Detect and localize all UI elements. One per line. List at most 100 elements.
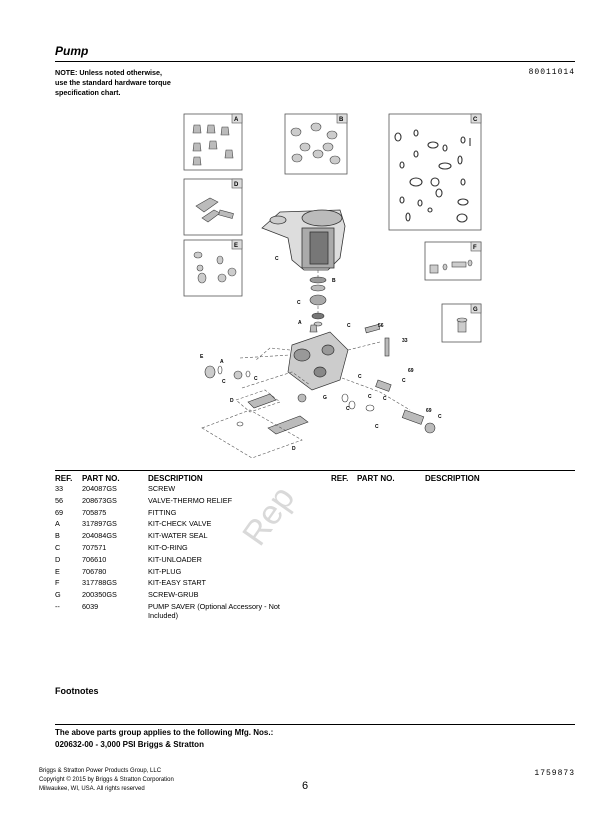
page-title: Pump (55, 44, 89, 58)
callout: A (220, 359, 224, 365)
exploded-pump-diagram: A B C D E F G (183, 113, 482, 459)
callout: C (375, 424, 379, 430)
callout: C (438, 414, 442, 420)
cell-part: 6039 (82, 601, 99, 611)
callout: 56 (378, 323, 384, 329)
company-line: Briggs & Stratton Power Products Group, … (39, 768, 162, 774)
cell-part: 707571 (82, 542, 107, 552)
cell-part: 706780 (82, 566, 107, 576)
parts-table: REF. PART NO. DESCRIPTION REF. PART NO. … (55, 472, 575, 620)
cell-part: 204084GS (82, 531, 117, 541)
cell-desc: KIT-O-RING (148, 542, 188, 552)
table-row: A 317897GS KIT-CHECK VALVE (55, 519, 575, 531)
table-row: G 200350GS SCREW-GRUB (55, 590, 575, 602)
kit-label-d: D (234, 182, 239, 188)
callout: C (254, 376, 258, 382)
col-header-ref-2: REF. (331, 473, 349, 483)
callout: C (347, 323, 351, 329)
kit-box-b (284, 113, 348, 175)
cell-part: 317788GS (82, 578, 117, 588)
callout: C (275, 256, 279, 262)
table-row: 56 208673GS VALVE-THERMO RELIEF (55, 496, 575, 508)
cell-part: 317897GS (82, 519, 117, 529)
col-header-part-no: PART NO. (82, 473, 120, 483)
cell-desc: KIT-EASY START (148, 578, 206, 588)
table-row: -- 6039 PUMP SAVER (Optional Accessory -… (55, 602, 575, 620)
kit-label-f: F (473, 245, 477, 251)
kit-label-c: C (473, 117, 478, 123)
callout: D (230, 398, 234, 404)
note-line: NOTE: Unless noted otherwise, (55, 68, 163, 77)
cell-part: 706610 (82, 554, 107, 564)
cell-part: 204087GS (82, 484, 117, 493)
callout: C (222, 379, 226, 385)
cell-desc-line: PUMP SAVER (Optional Accessory - Not (148, 601, 280, 611)
table-row: 33 204087GS SCREW (55, 484, 575, 496)
cell-desc: SCREW (148, 484, 176, 493)
callout: C (383, 396, 387, 402)
cell-ref: C (55, 542, 61, 552)
table-row: F 317788GS KIT-EASY START (55, 578, 575, 590)
callout: 69 (408, 368, 414, 374)
kit-box-g (441, 303, 482, 343)
kit-label-a: A (234, 117, 239, 123)
table-header-row: REF. PART NO. DESCRIPTION REF. PART NO. … (55, 472, 575, 484)
cell-ref: D (55, 554, 61, 564)
col-header-description: DESCRIPTION (148, 473, 203, 483)
callout: E (200, 354, 204, 360)
callout: C (358, 374, 362, 380)
footnotes-rule (55, 724, 575, 725)
cell-desc: KIT-CHECK VALVE (148, 519, 212, 529)
callout: C (368, 394, 372, 400)
callout: B (332, 278, 336, 284)
col-header-ref: REF. (55, 473, 73, 483)
reference-code: 80011014 (528, 68, 575, 77)
cell-ref: 33 (55, 484, 64, 493)
cell-desc: SCREW-GRUB (148, 590, 199, 600)
rights-line: Milwaukee, WI, USA. All rights reserved (39, 786, 145, 792)
cell-part: 705875 (82, 507, 107, 517)
table-row: C 707571 KIT-O-RING (55, 543, 575, 555)
cell-desc: KIT-PLUG (148, 566, 182, 576)
cell-desc: VALVE-THERMO RELIEF (148, 495, 233, 505)
col-header-part-no-2: PART NO. (357, 473, 395, 483)
cell-part: 208673GS (82, 495, 117, 505)
kit-label-g: G (473, 307, 478, 313)
col-header-description-2: DESCRIPTION (425, 473, 480, 483)
title-rule (55, 61, 575, 62)
cell-ref: 69 (55, 507, 64, 517)
callout: 33 (402, 338, 408, 344)
kit-box-e (183, 239, 243, 297)
applies-text: The above parts group applies to the fol… (55, 728, 274, 737)
copyright-line: Copyright © 2015 by Briggs & Stratton Co… (39, 777, 174, 783)
cell-ref: A (55, 519, 60, 529)
callout: A (298, 320, 302, 326)
callout: C (346, 406, 350, 412)
cell-ref: 56 (55, 495, 64, 505)
cell-ref: B (55, 531, 60, 541)
kit-box-a (183, 113, 243, 171)
torque-note: NOTE: Unless noted otherwise, use the st… (55, 68, 235, 98)
watermark: Rep (235, 480, 302, 550)
cell-ref: F (55, 578, 60, 588)
note-line: use the standard hardware torque (55, 78, 171, 87)
page-number: 6 (302, 780, 309, 792)
table-row: D 706610 KIT-UNLOADER (55, 555, 575, 567)
kit-label-e: E (234, 243, 238, 249)
cell-ref: E (55, 566, 60, 576)
cell-desc-line: Included) (148, 610, 179, 620)
cell-ref: G (55, 590, 61, 600)
cell-desc: KIT-UNLOADER (148, 554, 202, 564)
kit-box-d (183, 178, 243, 236)
table-top-rule (55, 470, 575, 471)
callout: G (323, 395, 327, 401)
cell-part: 200350GS (82, 590, 117, 600)
cell-desc: KIT-WATER SEAL (148, 531, 208, 541)
kit-box-f (424, 241, 482, 281)
callout: 69 (426, 408, 432, 414)
mfg-number: 020632-00 - 3,000 PSI Briggs & Stratton (55, 740, 204, 749)
callout: D (292, 446, 296, 452)
callout: C (402, 378, 406, 384)
